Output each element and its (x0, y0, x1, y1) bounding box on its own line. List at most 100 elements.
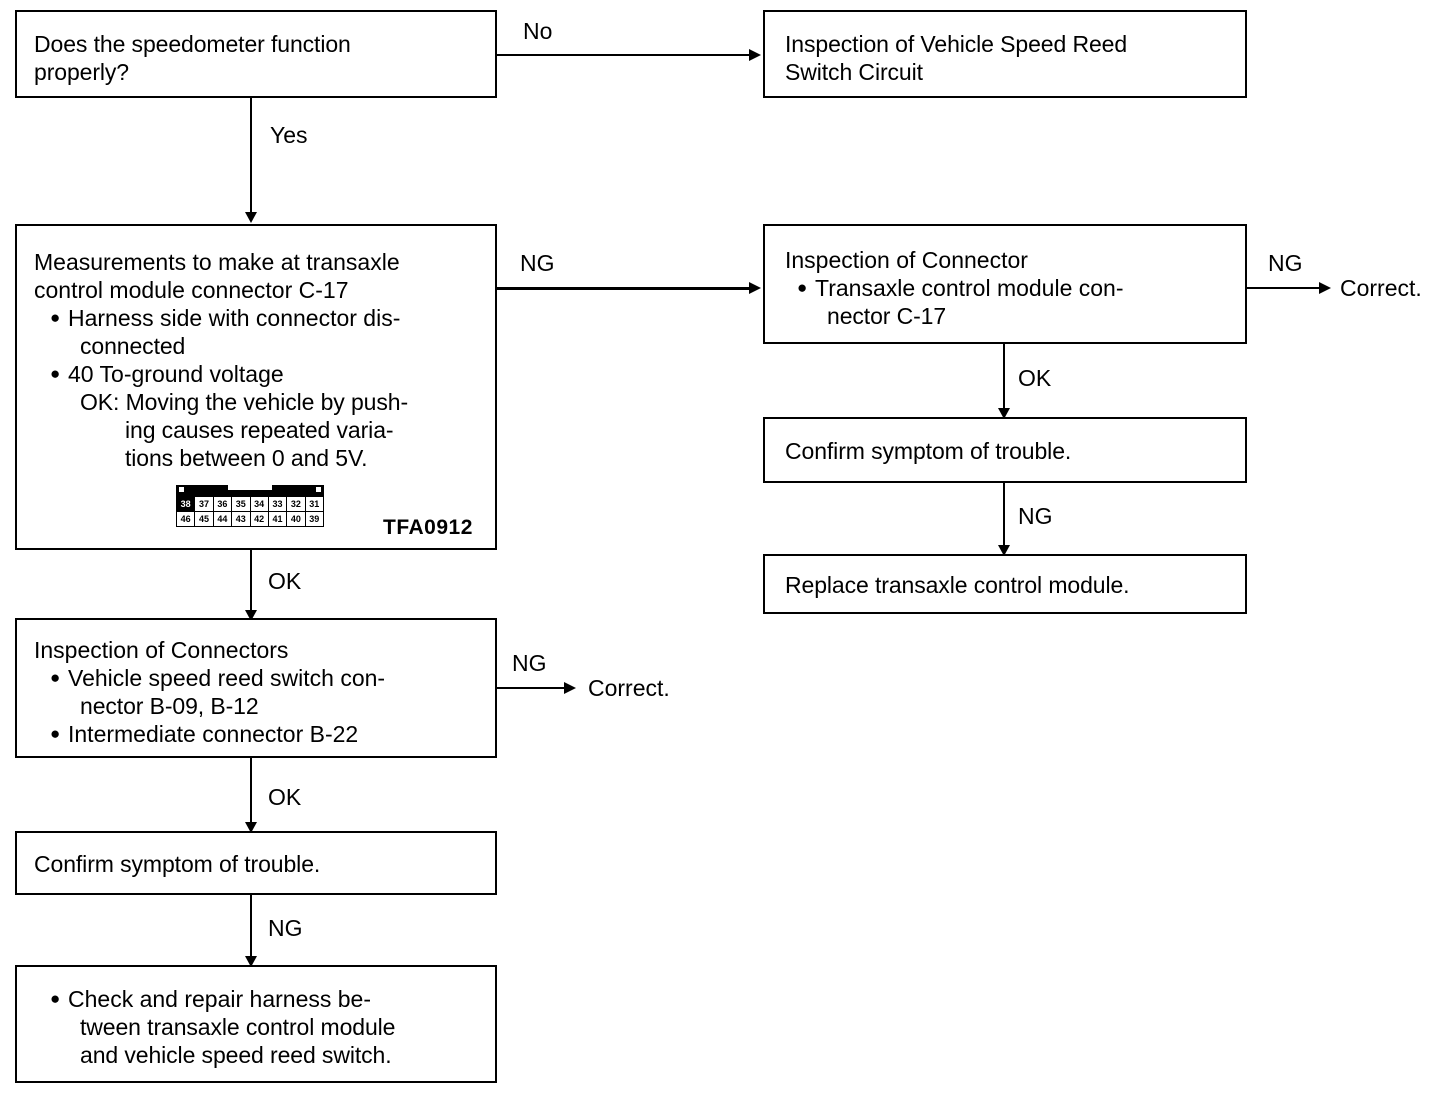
inspection-connectors-left-bullet-1: ● Vehicle speed reed switch con- (50, 664, 490, 692)
pin-cell: 44 (213, 512, 232, 526)
pin-cell: 45 (195, 512, 213, 526)
replace-module-line-1: Replace transaxle control module. (785, 572, 1130, 598)
reed-switch-circuit-line-1: Inspection of Vehicle Speed Reed (785, 31, 1128, 57)
pin-cell: 36 (213, 497, 232, 511)
bullet-icon: ● (50, 364, 61, 383)
confirm-symptom-left-line-1: Confirm symptom of trouble. (34, 851, 321, 877)
check-repair-harness-bullet-1: ● Check and repair harness be- (50, 985, 490, 1013)
inspection-connector-right-bullet-1-cont: nector C-17 (827, 303, 947, 329)
connector-pin-grid: 38 37 36 35 34 33 32 31 46 45 44 43 42 4… (176, 496, 324, 527)
edge-arrow-no (749, 49, 761, 61)
edge-line-no (497, 54, 749, 56)
edge-arrow-ng-connectors-left (564, 682, 576, 694)
confirm-symptom-right-line-1: Confirm symptom of trouble. (785, 438, 1072, 464)
node-speedometer-question: Does the speedometer function properly? (15, 10, 497, 98)
edge-label-ng-connector-right: NG (1268, 250, 1303, 276)
pin-cell: 46 (177, 512, 195, 526)
figure-code-label: TFA0912 (383, 516, 473, 539)
pin-cell: 38 (177, 497, 195, 511)
inspection-connectors-left-bullet-2-text: Intermediate connector B-22 (68, 721, 359, 747)
edge-line-ok-connector-right (1003, 344, 1005, 414)
speedometer-question-line-1: Does the speedometer function (34, 31, 351, 57)
pin-cell: 31 (305, 497, 323, 511)
edge-line-yes (250, 98, 252, 214)
pin-cell: 40 (287, 512, 305, 526)
connector-nub-right (316, 487, 321, 492)
measurements-bullet-1-text: Harness side with connector dis- (68, 305, 401, 331)
connector-shell (176, 485, 324, 496)
edge-line-ok-connectors-left (250, 758, 252, 828)
edge-line-ng-connector-right (1247, 287, 1319, 289)
measurements-ok-note-line-1: OK: Moving the vehicle by push- (80, 389, 409, 415)
edge-arrow-ng-confirm-left (245, 956, 257, 967)
node-inspection-reed-switch-circuit: Inspection of Vehicle Speed Reed Switch … (763, 10, 1247, 98)
edge-label-ng-connectors-left: NG (512, 650, 547, 676)
pin-cell: 32 (287, 497, 305, 511)
inspection-connectors-left-bullet-1-cont: nector B-09, B-12 (80, 693, 259, 719)
edge-line-ng-confirm-left (250, 895, 252, 962)
terminal-correct-left: Correct. (588, 675, 670, 701)
measurements-bullet-2-text: 40 To-ground voltage (68, 361, 284, 387)
bullet-icon: ● (50, 668, 61, 687)
pin-cell: 42 (250, 512, 268, 526)
node-inspection-connectors-left: Inspection of Connectors ● Vehicle speed… (15, 618, 497, 758)
inspection-connector-right-title: Inspection of Connector (785, 247, 1028, 273)
connector-pin-row-bottom: 46 45 44 43 42 41 40 39 (177, 512, 323, 526)
edge-arrow-ok-connector-right (998, 408, 1010, 419)
bullet-icon: ● (797, 278, 808, 297)
connector-nub-left (179, 487, 184, 492)
pin-cell: 39 (305, 512, 323, 526)
edge-line-ng-measurements (497, 287, 749, 290)
measurements-bullet-2: ● 40 To-ground voltage (50, 360, 490, 388)
inspection-connectors-left-bullet-1-text: Vehicle speed reed switch con- (68, 665, 386, 691)
terminal-correct-right: Correct. (1340, 275, 1422, 301)
inspection-connectors-left-title: Inspection of Connectors (34, 637, 289, 663)
measurements-ok-note-line-2: ing causes repeated varia- (125, 417, 394, 443)
pin-cell: 41 (268, 512, 287, 526)
edge-label-ng-confirm-left: NG (268, 915, 303, 941)
pin-cell: 34 (250, 497, 268, 511)
edge-arrow-ng-confirm-right (998, 545, 1010, 556)
inspection-connector-right-bullet-1-text: Transaxle control module con- (815, 275, 1124, 301)
measurements-ok-note-line-3: tions between 0 and 5V. (125, 445, 368, 471)
edge-label-no: No (523, 18, 553, 44)
inspection-connector-right-bullet-1: ● Transaxle control module con- (797, 274, 1237, 302)
pin-cell: 33 (268, 497, 287, 511)
edge-label-ng-confirm-right: NG (1018, 503, 1053, 529)
reed-switch-circuit-line-2: Switch Circuit (785, 59, 923, 85)
node-replace-module: Replace transaxle control module. (763, 554, 1247, 614)
edge-arrow-ok-measurements (245, 610, 257, 621)
connector-notch (228, 485, 272, 490)
bullet-icon: ● (50, 308, 61, 327)
edge-line-ng-connectors-left (497, 687, 564, 689)
edge-label-ok-measurements: OK (268, 568, 302, 594)
pin-cell: 35 (232, 497, 250, 511)
node-check-repair-harness: ● Check and repair harness be- tween tra… (15, 965, 497, 1083)
node-inspection-connector-right: Inspection of Connector ● Transaxle cont… (763, 224, 1247, 344)
edge-line-ng-confirm-right (1003, 483, 1005, 551)
connector-pin-row-top: 38 37 36 35 34 33 32 31 (177, 497, 323, 511)
edge-arrow-ok-connectors-left (245, 822, 257, 833)
connector-pinout-diagram: 38 37 36 35 34 33 32 31 46 45 44 43 42 4… (176, 485, 324, 533)
pin-cell: 37 (195, 497, 213, 511)
edge-arrow-ng-connector-right (1319, 282, 1331, 294)
measurements-title-line-1: Measurements to make at transaxle (34, 249, 400, 275)
check-repair-harness-line-2: tween transaxle control module (80, 1014, 396, 1040)
edge-arrow-yes (245, 212, 257, 223)
speedometer-question-line-2: properly? (34, 59, 129, 85)
edge-label-yes: Yes (270, 122, 308, 148)
bullet-icon: ● (50, 989, 61, 1008)
node-measurements: Measurements to make at transaxle contro… (15, 224, 497, 550)
edge-arrow-ng-measurements (749, 282, 761, 294)
edge-label-ok-connector-right: OK (1018, 365, 1052, 391)
measurements-title-line-2: control module connector C-17 (34, 277, 349, 303)
node-confirm-symptom-left: Confirm symptom of trouble. (15, 831, 497, 895)
node-confirm-symptom-right: Confirm symptom of trouble. (763, 417, 1247, 483)
check-repair-harness-line-1: Check and repair harness be- (68, 986, 371, 1012)
measurements-bullet-1: ● Harness side with connector dis- (50, 304, 490, 332)
measurements-bullet-1-cont: connected (80, 333, 186, 359)
check-repair-harness-line-3: and vehicle speed reed switch. (80, 1042, 392, 1068)
edge-label-ok-connectors-left: OK (268, 784, 302, 810)
inspection-connectors-left-bullet-2: ● Intermediate connector B-22 (50, 720, 490, 748)
